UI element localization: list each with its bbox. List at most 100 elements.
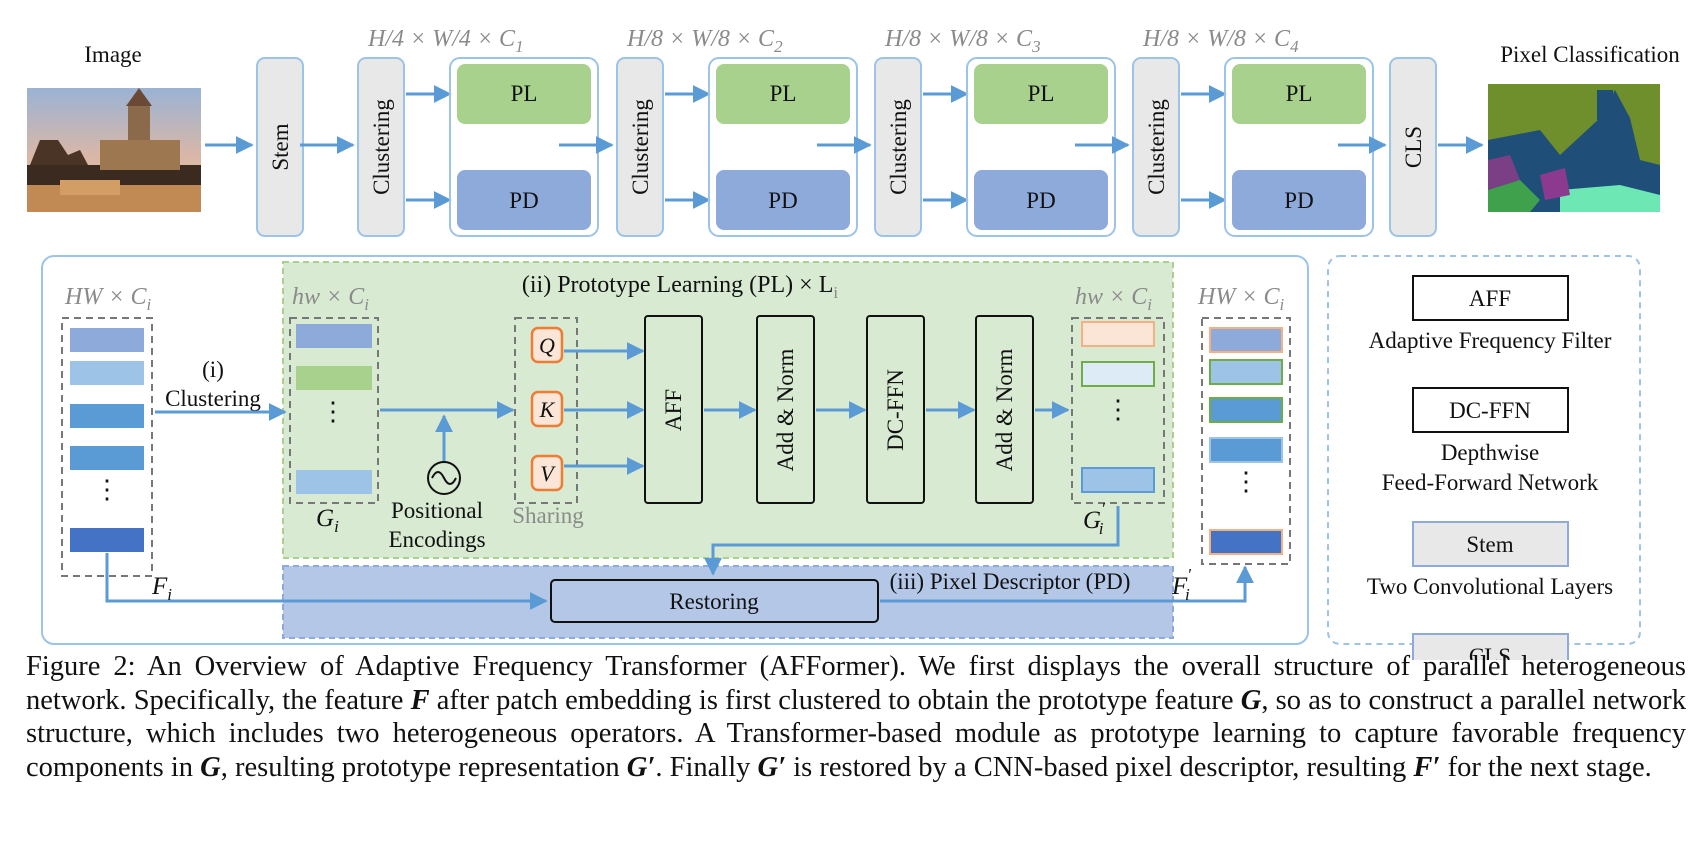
positional-label-2: Encodings (388, 527, 485, 552)
gi-prime-dots: ⋮ (1105, 395, 1131, 424)
clustering-label: Clustering (369, 99, 394, 195)
token (70, 446, 144, 470)
pixel-classification-label: Pixel Classification (1500, 42, 1680, 67)
qkv-sharing-group (514, 317, 578, 504)
sharing-label: Sharing (512, 503, 584, 528)
stages: H/4 × W/4 × C1 Clustering PL PD H/8 × W/8 × … (300, 26, 1374, 237)
token (70, 528, 144, 552)
svg-text:V: V (540, 461, 556, 486)
token (1081, 467, 1155, 493)
dc-ffn-block: DC-FFN (866, 315, 976, 504)
pl-block (1232, 64, 1366, 124)
right-dots: ⋮ (1233, 467, 1259, 496)
fi-label: Fi (151, 573, 172, 604)
operator-blocks: AFF Add & Norm DC-FFN Add & Norm (644, 315, 1070, 504)
pl-label: PL (770, 81, 797, 106)
pl-block (716, 64, 850, 124)
gi-prime-tokens (1081, 321, 1155, 493)
stage-dim-label: H/8 × W/8 × C3 (884, 26, 1041, 56)
prototype-learning-title: (ii) Prototype Learning (PL) × Li (522, 272, 838, 302)
q-token: Q (530, 326, 564, 364)
stage-dim-label: H/8 × W/8 × C2 (626, 26, 783, 56)
cls-block (1389, 57, 1437, 237)
hw-ci-right-label: HW × Ci (1197, 284, 1285, 314)
token (1081, 321, 1155, 347)
hw-ci-small-left: hw × Ci (292, 284, 369, 314)
clustering-block (874, 57, 922, 237)
pd-label: PD (1026, 188, 1055, 213)
image-label: Image (84, 42, 141, 67)
legend-box-label: DC-FFN (1449, 398, 1531, 423)
pd-label: PD (509, 188, 538, 213)
legend-desc: Depthwise (1441, 440, 1539, 465)
restoring-label: Restoring (669, 589, 759, 614)
pl-label: PL (1028, 81, 1055, 106)
token (70, 328, 144, 352)
right-tokens (1209, 327, 1283, 555)
legend-box-label: Stem (1466, 532, 1513, 557)
token (296, 366, 372, 390)
stage-1: H/4 × W/4 × C1 Clustering PL PD (300, 26, 599, 237)
gi-label: Gi (316, 505, 339, 536)
v-token: V (530, 454, 564, 492)
segmentation-map (1488, 84, 1660, 212)
input-photo (27, 88, 201, 212)
clustering-label: Clustering (628, 99, 653, 195)
token (1209, 437, 1283, 463)
detail-panel (41, 255, 1309, 645)
pl-block (974, 64, 1108, 124)
pd-block (457, 170, 591, 230)
stem-block (256, 57, 304, 237)
positional-label-1: Positional (391, 498, 483, 523)
token (70, 404, 144, 428)
pd-label: PD (1284, 188, 1313, 213)
svg-text:Add & Norm: Add & Norm (992, 349, 1017, 472)
svg-text:AFF: AFF (661, 389, 686, 431)
pd-block (1232, 170, 1366, 230)
legend-desc: Feed-Forward Network (1382, 470, 1599, 495)
legend-desc: Two Convolutional Layers (1367, 574, 1613, 599)
restoring-block (550, 579, 879, 623)
token (296, 470, 372, 494)
aff-block: AFF (644, 315, 757, 504)
prototype-column-gi (289, 317, 379, 504)
legend-item: CLSA Convolutional Layer (1412, 633, 1569, 660)
svg-text:DC-FFN: DC-FFN (883, 369, 908, 451)
clustering-block (357, 57, 405, 237)
stem-label: Stem (268, 123, 293, 170)
pixel-descriptor-title: (iii) Pixel Descriptor (PD) (890, 569, 1131, 594)
architecture-figure: Image Stem H/4 × W/4 × C1ClusteringPLPDH… (27, 26, 1680, 660)
clustering-block (616, 57, 664, 237)
k-token: K (530, 390, 564, 428)
token (70, 361, 144, 385)
pd-label: PD (768, 188, 797, 213)
gi-tokens (296, 324, 372, 494)
hw-ci-small-right: hw × Ci (1075, 284, 1152, 314)
pd-block (716, 170, 850, 230)
left-tokens (70, 328, 144, 552)
token (1209, 327, 1283, 353)
positional-encoding-icon (427, 461, 461, 495)
svg-text:Q: Q (539, 333, 555, 358)
fi-prime-label: F′i (1171, 565, 1191, 604)
legend-box-label: CLS (1469, 644, 1511, 660)
token (1209, 359, 1283, 385)
cls-label: CLS (1401, 126, 1426, 168)
stage-dim-label: H/4 × W/4 × C1 (367, 26, 524, 56)
pl-label: PL (1286, 81, 1313, 106)
add-norm-block-1: Add & Norm (756, 315, 867, 504)
pd-block (974, 170, 1108, 230)
hw-ci-left-label: HW × Ci (64, 284, 152, 314)
figure-caption: Figure 2: An Overview of Adaptive Freque… (26, 651, 1686, 783)
gi-dots: ⋮ (320, 397, 346, 426)
clustering-number: (i) (202, 357, 224, 382)
legend-box-label: AFF (1469, 286, 1511, 311)
pl-label: PL (511, 81, 538, 106)
add-norm-block-2: Add & Norm (975, 315, 1070, 504)
